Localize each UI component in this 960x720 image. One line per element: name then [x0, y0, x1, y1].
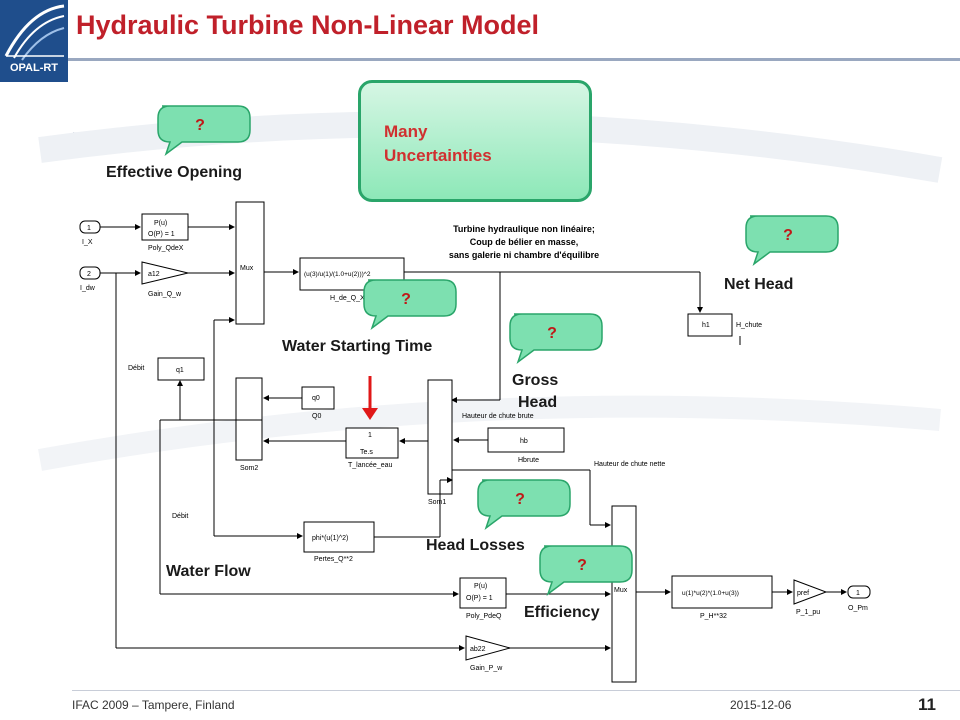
note-line2: Coup de bélier en masse,: [470, 237, 579, 247]
sum1-block: [427, 379, 453, 495]
fcn2-name: P_H**32: [700, 613, 727, 620]
label-net-head: Net Head: [724, 276, 794, 293]
sum1-name: Som1: [428, 499, 446, 506]
q0-name: Q0: [312, 413, 321, 420]
red-arrow-icon: [362, 408, 378, 420]
question-efficiency: ?: [577, 557, 587, 574]
gain-p-w-block: [465, 635, 512, 661]
question-water-starting-time: ?: [401, 291, 411, 308]
mux2-block: [611, 505, 637, 683]
mux1-text: Mux: [240, 265, 254, 272]
q0-text: q0: [312, 395, 320, 402]
label-effective-opening: Effective Opening: [106, 164, 243, 181]
title-divider: [68, 58, 960, 61]
note-line3: sans galerie ni chambre d'équilibre: [449, 250, 599, 260]
bubble-efficiency: [539, 545, 633, 597]
opal-rt-logo: [0, 0, 68, 82]
question-net-head: ?: [783, 227, 793, 244]
uncertainties-line2: Uncertainties: [384, 146, 492, 165]
in2-name: I_dw: [80, 285, 96, 292]
integ-name: T_lancée_eau: [348, 462, 392, 469]
integrator-block: [345, 427, 399, 459]
logo-text: OPAL-RT: [9, 62, 59, 74]
fcn1-text: (u(3)/u(1)/(1.0+u(2)))^2: [304, 271, 371, 278]
poly1-l2: O(P) = 1: [148, 231, 175, 238]
q1-text: q1: [176, 367, 184, 374]
pertes-block: [303, 521, 375, 553]
gain2-name: Gain_P_w: [470, 665, 503, 672]
phi-name: Pertes_Q**2: [314, 556, 353, 563]
simulink-diagram: 1 I_X 2 I_dw P(u) O(P) = 1 Poly_QdeX a12…: [79, 105, 871, 683]
debit2-text: Débit: [172, 513, 188, 520]
poly2-l1: P(u): [474, 583, 487, 590]
poly2-l2: O(P) = 1: [466, 595, 493, 602]
sum2-name: Som2: [240, 465, 258, 472]
pref-name: P_1_pu: [796, 609, 820, 616]
pref-gain-block: [793, 579, 828, 605]
uncertainties-line1: Many: [384, 122, 428, 141]
out-num: 1: [856, 590, 860, 597]
poly-pdeq-block: [459, 577, 507, 609]
question-effective-opening: ?: [195, 117, 205, 134]
hnette-label: Hauteur de chute nette: [594, 461, 665, 468]
page-number: 11: [918, 695, 936, 714]
phi-text: phi*(u(1)^2): [312, 535, 348, 542]
label-gross-head-1: Gross: [512, 372, 559, 389]
uncertainties-callout: [358, 80, 592, 202]
hbrute-label: Hauteur de chute brute: [462, 413, 534, 420]
output-port: [847, 585, 871, 599]
note-line1: Turbine hydraulique non linéaire;: [453, 224, 595, 234]
poly1-name: Poly_QdeX: [148, 245, 184, 252]
logo-arc-icon: [0, 0, 68, 62]
debit1-text: Débit: [128, 365, 144, 372]
question-gross-head: ?: [547, 325, 557, 342]
in2-num: 2: [87, 271, 91, 278]
bubble-gross-head: [509, 313, 603, 365]
h1-block: [687, 313, 733, 337]
page-title: Hydraulic Turbine Non-Linear Model: [76, 10, 540, 40]
in1-name: I_X: [82, 239, 93, 246]
fcn-p-h-block: [671, 575, 773, 609]
bubble-net-head: [745, 215, 839, 267]
mux1-block: [235, 201, 265, 325]
poly2-name: Poly_PdeQ: [466, 613, 502, 620]
label-efficiency: Efficiency: [524, 604, 600, 621]
bubble-effective-opening: [157, 105, 251, 157]
mux2-text: Mux: [614, 587, 628, 594]
footer-date: 2015-12-06: [730, 698, 792, 712]
sum2-block: [235, 377, 263, 461]
h1-text: h1: [702, 322, 710, 329]
label-head-losses: Head Losses: [426, 537, 525, 554]
in1-num: 1: [87, 225, 91, 232]
h1-name: H_chute: [736, 322, 762, 329]
out-name: O_Pm: [848, 605, 868, 612]
footer-conference: IFAC 2009 – Tampere, Finland: [72, 698, 235, 712]
label-water-starting-time: Water Starting Time: [282, 338, 433, 355]
label-gross-head-2: Head: [518, 394, 558, 411]
gain1-name: Gain_Q_w: [148, 291, 182, 298]
label-water-flow: Water Flow: [166, 563, 251, 580]
gain1-text: a12: [148, 271, 160, 278]
fcn1-name: H_de_Q_X: [330, 295, 365, 302]
hb-text: hb: [520, 438, 528, 445]
pref-text: pref: [797, 590, 809, 597]
bubble-head-losses: [477, 479, 571, 531]
gain-q-w-block: [141, 261, 189, 285]
gain2-text: ab22: [470, 646, 486, 653]
poly1-l1: P(u): [154, 220, 167, 227]
footer-divider: [72, 690, 960, 691]
uncertainties-text: Many Uncertainties: [384, 120, 584, 168]
integ-num: 1: [368, 432, 372, 439]
bubble-water-starting-time: [363, 279, 457, 331]
fcn2-text: u(1)*u(2)*(1.0+u(3)): [682, 590, 739, 597]
question-head-losses: ?: [515, 491, 525, 508]
integ-den: Te.s: [360, 449, 373, 456]
hb-name: Hbrute: [518, 457, 539, 464]
